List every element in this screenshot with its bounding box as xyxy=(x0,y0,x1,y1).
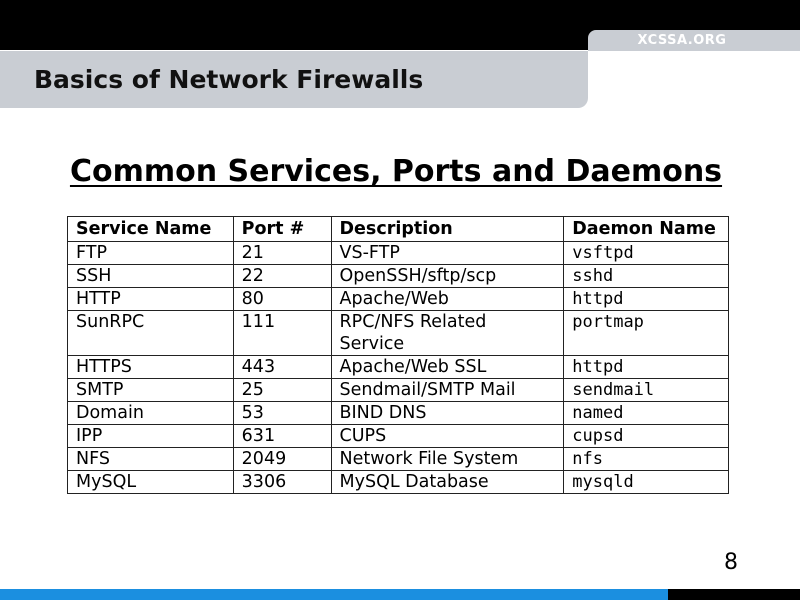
table-row: SMTP 25 Sendmail/SMTP Mail sendmail xyxy=(67,378,729,402)
page-number: 8 xyxy=(724,550,738,575)
service-name-cell: SunRPC xyxy=(67,310,234,356)
column-header-port: Port # xyxy=(232,216,332,242)
daemon-cell: httpd xyxy=(563,355,729,379)
table-row: NFS 2049 Network File System nfs xyxy=(67,447,729,471)
port-cell: 631 xyxy=(232,424,332,448)
column-header-daemon: Daemon Name xyxy=(563,216,729,242)
daemon-cell: portmap xyxy=(563,310,729,356)
daemon-cell: vsftpd xyxy=(563,241,729,265)
table-row: SSH 22 OpenSSH/sftp/scp sshd xyxy=(67,264,729,288)
port-cell: 3306 xyxy=(232,470,332,494)
port-cell: 53 xyxy=(232,401,332,425)
footer-accent-bar xyxy=(0,589,668,600)
port-cell: 25 xyxy=(232,378,332,402)
description-cell: Apache/Web SSL xyxy=(330,355,565,379)
description-cell: BIND DNS xyxy=(330,401,565,425)
daemon-cell: named xyxy=(563,401,729,425)
service-name-cell: HTTPS xyxy=(67,355,234,379)
daemon-cell: sendmail xyxy=(563,378,729,402)
service-name-cell: NFS xyxy=(67,447,234,471)
table-row: FTP 21 VS-FTP vsftpd xyxy=(67,241,729,265)
table-header-row: Service Name Port # Description Daemon N… xyxy=(67,216,729,242)
description-cell: MySQL Database xyxy=(330,470,565,494)
daemon-cell: httpd xyxy=(563,287,729,311)
column-header-description: Description xyxy=(330,216,565,242)
services-table: Service Name Port # Description Daemon N… xyxy=(67,216,729,494)
port-cell: 21 xyxy=(232,241,332,265)
service-name-cell: FTP xyxy=(67,241,234,265)
footer-dark-bar xyxy=(668,589,800,600)
slide-subheading: Common Services, Ports and Daemons xyxy=(69,154,723,189)
description-cell: Apache/Web xyxy=(330,287,565,311)
service-name-cell: Domain xyxy=(67,401,234,425)
service-name-cell: SSH xyxy=(67,264,234,288)
port-cell: 443 xyxy=(232,355,332,379)
description-cell: RPC/NFS Related Service xyxy=(330,310,565,356)
site-label: XCSSA.ORG xyxy=(588,30,800,51)
table-row: HTTPS 443 Apache/Web SSL httpd xyxy=(67,355,729,379)
service-name-cell: MySQL xyxy=(67,470,234,494)
column-header-service: Service Name xyxy=(67,216,234,242)
slide-title: Basics of Network Firewalls xyxy=(34,65,424,94)
site-label-text: XCSSA.ORG xyxy=(637,33,727,48)
daemon-cell: nfs xyxy=(563,447,729,471)
daemon-cell: sshd xyxy=(563,264,729,288)
service-name-cell: HTTP xyxy=(67,287,234,311)
daemon-cell: cupsd xyxy=(563,424,729,448)
table-row: SunRPC 111 RPC/NFS Related Service portm… xyxy=(67,310,729,356)
table-row: MySQL 3306 MySQL Database mysqld xyxy=(67,470,729,494)
description-cell: VS-FTP xyxy=(330,241,565,265)
table-row: HTTP 80 Apache/Web httpd xyxy=(67,287,729,311)
port-cell: 22 xyxy=(232,264,332,288)
port-cell: 80 xyxy=(232,287,332,311)
description-cell: CUPS xyxy=(330,424,565,448)
description-cell: OpenSSH/sftp/scp xyxy=(330,264,565,288)
table-row: IPP 631 CUPS cupsd xyxy=(67,424,729,448)
title-band: Basics of Network Firewalls xyxy=(0,51,588,108)
table-row: Domain 53 BIND DNS named xyxy=(67,401,729,425)
port-cell: 111 xyxy=(232,310,332,356)
description-cell: Network File System xyxy=(330,447,565,471)
description-cell: Sendmail/SMTP Mail xyxy=(330,378,565,402)
service-name-cell: IPP xyxy=(67,424,234,448)
port-cell: 2049 xyxy=(232,447,332,471)
service-name-cell: SMTP xyxy=(67,378,234,402)
daemon-cell: mysqld xyxy=(563,470,729,494)
